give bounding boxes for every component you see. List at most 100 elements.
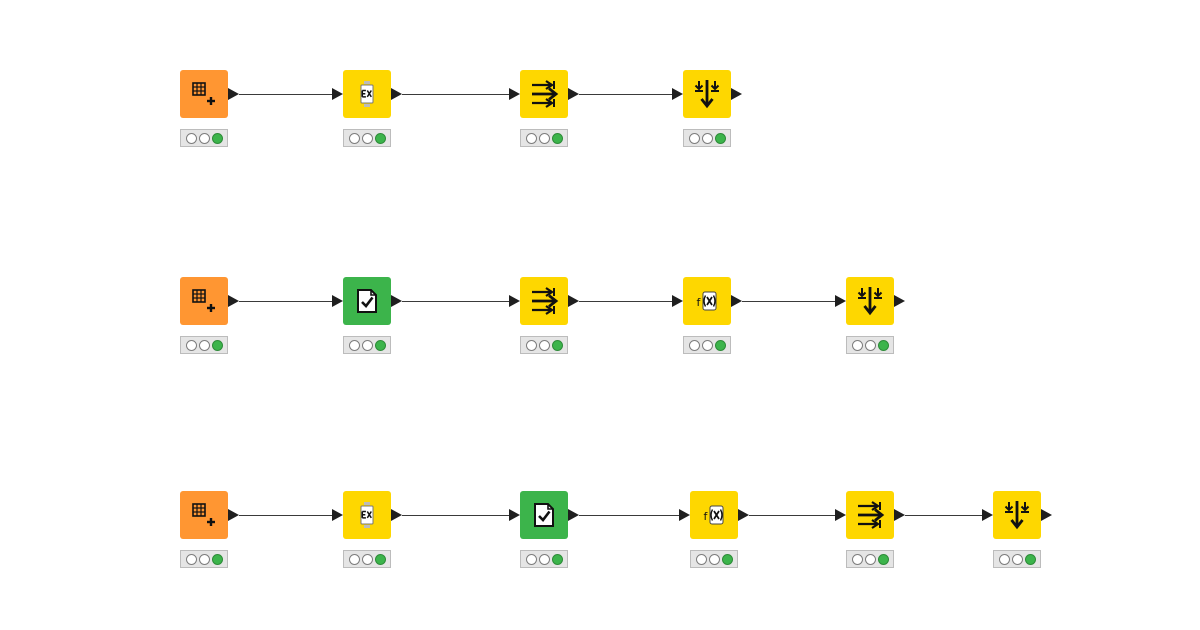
output-port[interactable] (894, 509, 905, 521)
connection[interactable] (239, 515, 332, 516)
status-light-green (877, 553, 889, 565)
output-port[interactable] (391, 88, 402, 100)
output-port[interactable] (391, 509, 402, 521)
input-port[interactable] (672, 88, 683, 100)
node-row-filter[interactable] (683, 70, 731, 118)
node-extract[interactable] (343, 491, 391, 539)
connection[interactable] (239, 301, 332, 302)
node-column-filter[interactable] (520, 277, 568, 325)
input-port[interactable] (835, 295, 846, 307)
status-light-yellow (708, 553, 720, 565)
output-port[interactable] (738, 509, 749, 521)
output-port[interactable] (731, 295, 742, 307)
node-table-creator[interactable] (180, 70, 228, 118)
status-light-green (721, 553, 733, 565)
output-port[interactable] (568, 295, 579, 307)
output-port[interactable] (228, 295, 239, 307)
status-light-green (1024, 553, 1036, 565)
node-math-formula[interactable]: f (683, 277, 731, 325)
connection[interactable] (579, 94, 672, 95)
status-light-green (211, 339, 223, 351)
connection[interactable] (749, 515, 835, 516)
node-status-indicator (683, 129, 731, 147)
input-port[interactable] (672, 295, 683, 307)
row-filter-icon (1004, 501, 1030, 530)
status-light-yellow (198, 339, 210, 351)
status-light-green (551, 132, 563, 144)
node-row-filter[interactable] (846, 277, 894, 325)
node-extract[interactable] (343, 70, 391, 118)
node-table-creator[interactable] (180, 277, 228, 325)
input-port[interactable] (509, 88, 520, 100)
status-light-red (185, 339, 197, 351)
status-light-red (525, 132, 537, 144)
status-light-yellow (198, 553, 210, 565)
input-port[interactable] (982, 509, 993, 521)
row-filter-icon (857, 287, 883, 316)
extract-icon (360, 81, 374, 107)
input-port[interactable] (679, 509, 690, 521)
output-port[interactable] (568, 509, 579, 521)
status-light-yellow (1011, 553, 1023, 565)
node-math-formula[interactable]: f (690, 491, 738, 539)
status-light-yellow (701, 339, 713, 351)
node-checklist[interactable] (520, 491, 568, 539)
status-light-red (998, 553, 1010, 565)
node-status-indicator (343, 550, 391, 568)
connection[interactable] (579, 301, 672, 302)
node-status-indicator (846, 336, 894, 354)
output-port[interactable] (731, 88, 742, 100)
node-status-indicator (520, 550, 568, 568)
checklist-icon (534, 503, 554, 527)
input-port[interactable] (509, 295, 520, 307)
input-port[interactable] (332, 509, 343, 521)
status-light-green (714, 132, 726, 144)
status-light-yellow (538, 132, 550, 144)
column-filter-icon (532, 287, 559, 315)
node-status-indicator (683, 336, 731, 354)
status-light-green (551, 339, 563, 351)
status-light-yellow (361, 339, 373, 351)
status-light-red (851, 339, 863, 351)
status-light-green (714, 339, 726, 351)
output-port[interactable] (228, 88, 239, 100)
connection[interactable] (402, 94, 509, 95)
output-port[interactable] (1041, 509, 1052, 521)
input-port[interactable] (332, 88, 343, 100)
svg-text:f: f (704, 510, 709, 523)
status-light-red (348, 339, 360, 351)
status-light-red (525, 339, 537, 351)
node-checklist[interactable] (343, 277, 391, 325)
connection[interactable] (905, 515, 982, 516)
column-filter-icon (858, 501, 885, 529)
status-light-red (695, 553, 707, 565)
status-light-red (688, 339, 700, 351)
output-port[interactable] (228, 509, 239, 521)
node-column-filter[interactable] (520, 70, 568, 118)
node-row-filter[interactable] (993, 491, 1041, 539)
connection[interactable] (742, 301, 835, 302)
svg-text:f: f (697, 296, 702, 309)
connection[interactable] (239, 94, 332, 95)
connection[interactable] (402, 301, 509, 302)
input-port[interactable] (332, 295, 343, 307)
status-light-red (688, 132, 700, 144)
status-light-yellow (864, 339, 876, 351)
input-port[interactable] (509, 509, 520, 521)
status-light-red (525, 553, 537, 565)
column-filter-icon (532, 80, 559, 108)
output-port[interactable] (894, 295, 905, 307)
output-port[interactable] (568, 88, 579, 100)
table-creator-icon (192, 82, 215, 105)
connection[interactable] (402, 515, 509, 516)
status-light-green (551, 553, 563, 565)
node-table-creator[interactable] (180, 491, 228, 539)
status-light-red (348, 132, 360, 144)
input-port[interactable] (835, 509, 846, 521)
status-light-yellow (198, 132, 210, 144)
connection[interactable] (579, 515, 679, 516)
status-light-red (185, 553, 197, 565)
node-column-filter[interactable] (846, 491, 894, 539)
output-port[interactable] (391, 295, 402, 307)
